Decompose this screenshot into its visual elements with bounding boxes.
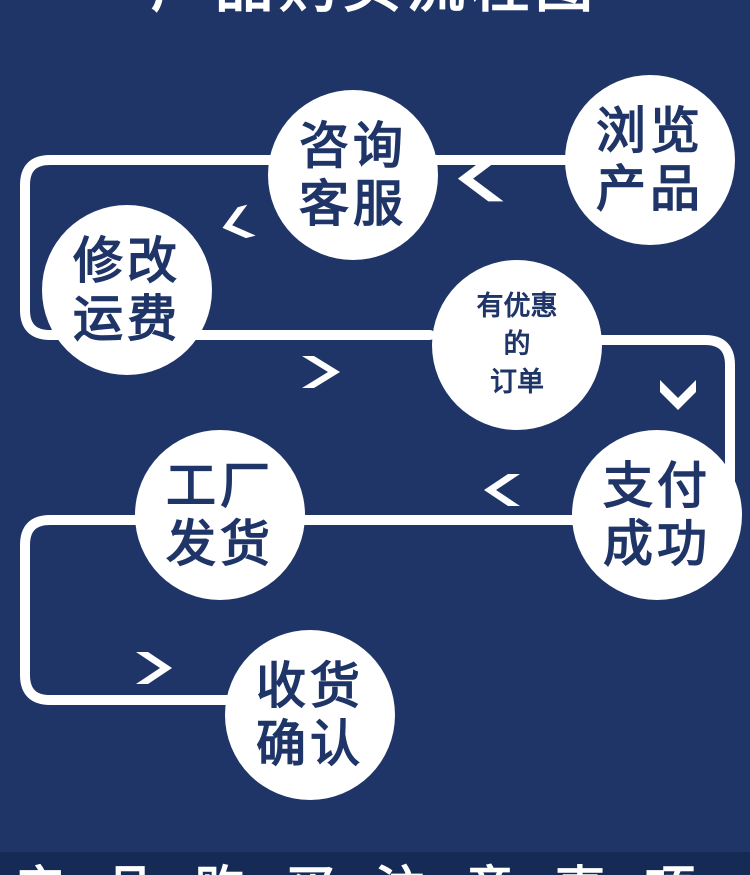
connector-browse-to-modify — [20, 155, 575, 340]
step-label: 工厂 — [166, 457, 274, 515]
connector-payment-to-receipt — [20, 515, 585, 705]
step-label: 的 — [503, 329, 531, 360]
step-payment-success: 支付 成功 — [572, 430, 742, 600]
step-label: 产品 — [596, 160, 704, 218]
step-factory-ship: 工厂 发货 — [135, 430, 305, 600]
chevron-arrow-icon — [484, 474, 520, 506]
step-label: 成功 — [603, 515, 711, 573]
footer-title: 产品购买注意事项 — [0, 862, 750, 875]
step-label: 支付 — [603, 457, 711, 515]
step-discount-order: 有优惠 的 订单 — [432, 260, 602, 430]
step-label: 有优惠 — [476, 291, 558, 322]
footer-band — [0, 852, 750, 875]
step-label: 运费 — [73, 290, 181, 348]
step-label: 浏览 — [596, 102, 704, 160]
chevron-arrow-icon — [222, 204, 256, 239]
chevron-arrow-icon — [302, 356, 340, 388]
step-label: 确认 — [256, 715, 364, 773]
step-label: 收货 — [256, 657, 364, 715]
step-label: 客服 — [299, 175, 407, 233]
step-label: 修改 — [73, 232, 181, 290]
chevron-arrow-icon — [660, 380, 696, 410]
page-title: 产品购买流程图 — [0, 0, 750, 18]
connector-order-to-payment — [595, 335, 735, 525]
step-label: 订单 — [490, 367, 544, 398]
step-label: 咨询 — [299, 117, 407, 175]
chevron-arrow-icon — [136, 652, 172, 684]
chevron-arrow-icon — [457, 155, 504, 202]
step-confirm-receipt: 收货 确认 — [225, 630, 395, 800]
step-browse-product: 浏览 产品 — [565, 75, 735, 245]
step-consult-service: 咨询 客服 — [268, 90, 438, 260]
step-label: 发货 — [166, 515, 274, 573]
step-modify-shipping: 修改 运费 — [42, 205, 212, 375]
